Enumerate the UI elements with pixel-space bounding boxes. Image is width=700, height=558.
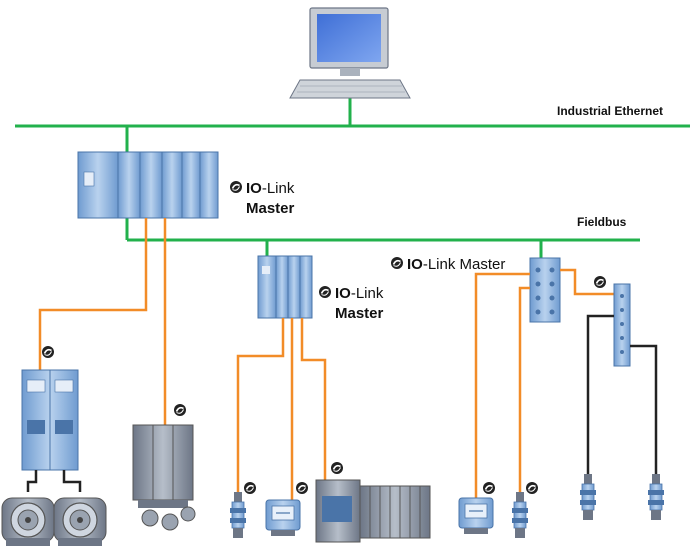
- distributed-io-station: [315, 479, 431, 543]
- io-link-logo-icon: [173, 403, 187, 417]
- io-link-master-label-block: IO-Link Master: [407, 256, 505, 273]
- io-link-cable: [300, 318, 327, 480]
- io-link-logo-icon: [593, 275, 607, 289]
- io-link-master-label-plc: IO-Link: [246, 180, 295, 197]
- sensor-cable: [630, 344, 658, 474]
- sensor-icon: [647, 473, 665, 521]
- io-link-logo-icon: [318, 285, 332, 299]
- motor-icon: [53, 497, 107, 547]
- io-link-logo-icon: [482, 481, 496, 495]
- valve-icon: [265, 499, 301, 537]
- io-link-logo-icon: [243, 481, 257, 495]
- drive-unit: [132, 424, 196, 531]
- io-link-master-label-rack: IO-Link: [335, 285, 384, 302]
- sensor-cable: [586, 314, 614, 474]
- industrial-ethernet-label: Industrial Ethernet: [557, 104, 663, 118]
- io-link-master-rack: [257, 255, 313, 319]
- io-link-cable: [560, 268, 614, 296]
- io-link-logo-icon: [390, 256, 404, 270]
- io-link-cable: [38, 218, 148, 370]
- master-label-rack: Master: [335, 305, 384, 322]
- io-link-master-block: [529, 257, 561, 323]
- io-link-logo-icon: [229, 180, 243, 194]
- io-link-logo-icon: [295, 481, 309, 495]
- sensor-icon: [579, 473, 597, 521]
- motor-icon: [1, 497, 55, 547]
- io-link-logo-icon: [525, 481, 539, 495]
- io-link-cable: [474, 272, 530, 498]
- master-label-plc: Master: [246, 200, 295, 217]
- motor-starter: [21, 369, 79, 471]
- sensor-icon: [511, 491, 529, 539]
- motor-cable: [26, 470, 38, 492]
- computer-icon: [289, 7, 411, 99]
- valve-icon: [458, 497, 494, 535]
- io-link-hub: [613, 283, 631, 367]
- motor-cable: [62, 470, 82, 492]
- io-link-logo-icon: [41, 345, 55, 359]
- sensor-icon: [229, 491, 247, 539]
- io-link-cable: [518, 286, 530, 492]
- io-link-logo-icon: [330, 461, 344, 475]
- fieldbus-label: Fieldbus: [577, 215, 627, 229]
- io-link-cable: [236, 318, 285, 492]
- plc-controller: [77, 151, 219, 219]
